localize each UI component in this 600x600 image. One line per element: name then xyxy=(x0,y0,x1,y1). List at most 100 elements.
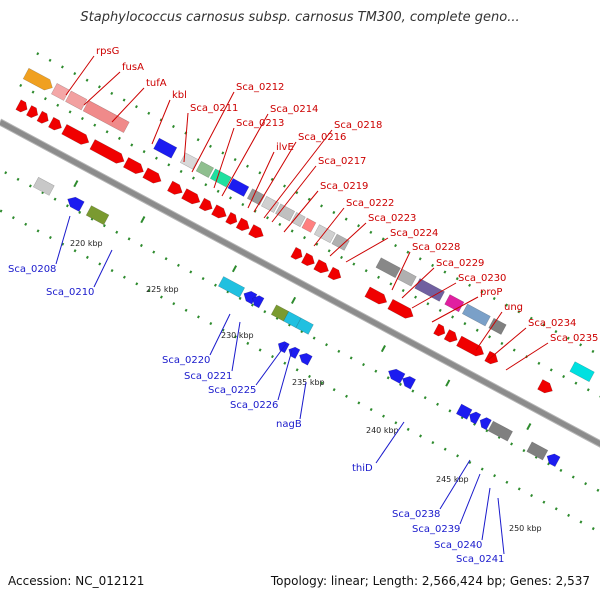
gene-feature-20[interactable] xyxy=(211,204,229,221)
gene-feature-65[interactable] xyxy=(477,415,492,431)
gene-feature-41[interactable] xyxy=(461,303,491,327)
gene-feature-3[interactable] xyxy=(82,100,130,134)
gene-label-tufA[interactable]: tufA xyxy=(146,78,167,89)
gene-label-Sca_0229[interactable]: Sca_0229 xyxy=(436,258,484,269)
gene-feature-53[interactable] xyxy=(241,289,258,305)
gene-feature-4[interactable] xyxy=(15,99,30,114)
gene-feature-38[interactable] xyxy=(364,286,390,307)
gene-feature-12[interactable] xyxy=(142,167,164,186)
gene-feature-28[interactable] xyxy=(301,217,317,233)
gene-feature-68[interactable] xyxy=(544,451,561,468)
gene-label-Sca_0240[interactable]: Sca_0240 xyxy=(434,540,482,551)
gene-feature-47[interactable] xyxy=(569,361,595,383)
gene-feature-45[interactable] xyxy=(456,335,486,359)
gene-label-kbl[interactable]: kbl xyxy=(172,90,187,101)
gene-label-Sca_0217[interactable]: Sca_0217 xyxy=(318,156,366,167)
gene-feature-29[interactable] xyxy=(313,224,336,244)
gene-label-rpsG[interactable]: rpsG xyxy=(96,46,119,57)
gene-label-ilvE[interactable]: ilvE xyxy=(276,142,294,153)
gene-feature-17[interactable] xyxy=(167,180,185,197)
gene-label-fusA[interactable]: fusA xyxy=(122,62,144,73)
gene-label-ung[interactable]: ung xyxy=(504,302,523,313)
gene-feature-15[interactable] xyxy=(209,168,232,188)
gene-feature-34[interactable] xyxy=(327,266,344,282)
gene-feature-63[interactable] xyxy=(455,403,473,420)
gene-label-proP[interactable]: proP xyxy=(480,287,502,298)
gene-label-Sca_0239[interactable]: Sca_0239 xyxy=(412,524,460,535)
gene-feature-8[interactable] xyxy=(61,124,92,147)
gene-label-Sca_0219[interactable]: Sca_0219 xyxy=(320,181,368,192)
gene-feature-16[interactable] xyxy=(227,177,250,197)
gene-feature-60[interactable] xyxy=(297,351,313,366)
gene-feature-62[interactable] xyxy=(400,374,417,390)
gene-feature-66[interactable] xyxy=(487,420,513,442)
gene-feature-59[interactable] xyxy=(286,345,301,359)
gene-feature-21[interactable] xyxy=(225,211,240,226)
gene-label-Sca_0235[interactable]: Sca_0235 xyxy=(550,333,598,344)
gene-feature-57[interactable] xyxy=(295,317,314,335)
gene-label-Sca_0223[interactable]: Sca_0223 xyxy=(368,213,416,224)
gene-feature-0[interactable] xyxy=(22,67,55,93)
gene-feature-18[interactable] xyxy=(181,188,202,207)
gene-feature-49[interactable] xyxy=(32,176,55,196)
gene-label-Sca_0222[interactable]: Sca_0222 xyxy=(346,198,394,209)
gene-label-Sca_0234[interactable]: Sca_0234 xyxy=(528,318,576,329)
gene-feature-51[interactable] xyxy=(85,205,110,226)
gene-label-Sca_0230[interactable]: Sca_0230 xyxy=(458,273,506,284)
gene-feature-46[interactable] xyxy=(484,350,501,366)
gene-feature-48[interactable] xyxy=(537,379,556,396)
gene-feature-67[interactable] xyxy=(526,441,549,461)
gene-feature-52[interactable] xyxy=(218,276,246,298)
gene-feature-31[interactable] xyxy=(290,246,305,261)
gene-feature-1[interactable] xyxy=(51,83,70,101)
gene-feature-9[interactable] xyxy=(89,139,127,166)
gene-feature-44[interactable] xyxy=(443,329,460,344)
gene-feature-32[interactable] xyxy=(300,252,317,268)
gene-feature-27[interactable] xyxy=(290,211,306,228)
gene-feature-58[interactable] xyxy=(276,339,290,354)
gene-label-Sca_0220[interactable]: Sca_0220 xyxy=(162,355,210,366)
gene-label-Sca_0226[interactable]: Sca_0226 xyxy=(230,400,278,411)
gene-feature-33[interactable] xyxy=(313,259,332,276)
gene-label-Sca_0224[interactable]: Sca_0224 xyxy=(390,228,438,239)
gene-label-Sca_0221[interactable]: Sca_0221 xyxy=(184,371,232,382)
gene-label-Sca_0210[interactable]: Sca_0210 xyxy=(46,287,94,298)
gene-feature-36[interactable] xyxy=(396,268,417,287)
gene-label-Sca_0214[interactable]: Sca_0214 xyxy=(270,104,318,115)
gene-feature-35[interactable] xyxy=(375,257,401,279)
gene-label-Sca_0216[interactable]: Sca_0216 xyxy=(298,132,346,143)
gene-feature-14[interactable] xyxy=(195,160,215,178)
gene-feature-61[interactable] xyxy=(386,366,406,384)
gene-label-Sca_0211[interactable]: Sca_0211 xyxy=(190,103,238,114)
gene-feature-25[interactable] xyxy=(261,195,280,213)
gene-label-Sca_0208[interactable]: Sca_0208 xyxy=(8,264,56,275)
gene-label-Sca_0218[interactable]: Sca_0218 xyxy=(334,120,382,131)
gene-label-Sca_0213[interactable]: Sca_0213 xyxy=(236,118,284,129)
gene-feature-42[interactable] xyxy=(488,317,507,335)
gene-label-thiD[interactable]: thiD xyxy=(352,463,373,474)
gene-label-Sca_0228[interactable]: Sca_0228 xyxy=(412,242,460,253)
gene-feature-26[interactable] xyxy=(275,203,296,222)
gene-feature-50[interactable] xyxy=(65,194,85,212)
gene-feature-40[interactable] xyxy=(444,294,465,313)
gene-feature-5[interactable] xyxy=(26,105,40,119)
gene-feature-10[interactable] xyxy=(122,157,146,176)
gene-feature-11[interactable] xyxy=(153,137,178,159)
gene-feature-23[interactable] xyxy=(248,224,266,241)
gene-feature-64[interactable] xyxy=(467,410,482,425)
gene-feature-7[interactable] xyxy=(48,116,64,132)
gene-feature-2[interactable] xyxy=(65,90,88,111)
gene-feature-30[interactable] xyxy=(331,233,350,251)
gene-feature-43[interactable] xyxy=(433,323,448,338)
gene-feature-19[interactable] xyxy=(198,197,215,213)
gene-label-nagB[interactable]: nagB xyxy=(276,419,302,430)
gene-feature-54[interactable] xyxy=(250,293,265,309)
gene-label-Sca_0225[interactable]: Sca_0225 xyxy=(208,385,256,396)
gene-label-Sca_0212[interactable]: Sca_0212 xyxy=(236,82,284,93)
gene-feature-39[interactable] xyxy=(387,298,416,321)
gene-feature-6[interactable] xyxy=(36,110,51,125)
gene-label-Sca_0238[interactable]: Sca_0238 xyxy=(392,509,440,520)
gene-label-Sca_0241[interactable]: Sca_0241 xyxy=(456,554,504,565)
gene-feature-22[interactable] xyxy=(235,217,252,233)
